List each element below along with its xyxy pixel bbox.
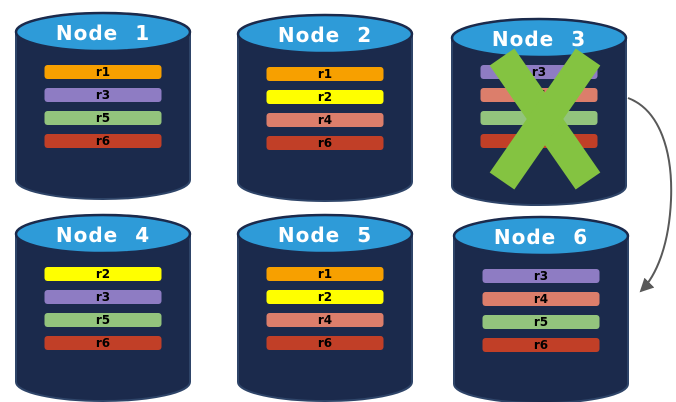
database-cylinder-icon xyxy=(236,13,414,202)
replica-row: r4 xyxy=(266,113,384,127)
replica-row: r4 xyxy=(482,292,600,306)
replica-row: r6 xyxy=(482,338,600,352)
replica-row: r4 xyxy=(266,313,384,327)
replica-row: r6 xyxy=(44,336,162,350)
replica-row: r6 xyxy=(266,336,384,350)
node-title: Node 3 xyxy=(491,27,587,51)
replica-row: r1 xyxy=(266,67,384,81)
replica-row: r2 xyxy=(266,90,384,104)
node-title: Node 6 xyxy=(493,225,589,249)
replica-row: r3 xyxy=(44,290,162,304)
replica-row: r1 xyxy=(44,65,162,79)
node-title: Node 2 xyxy=(277,23,373,47)
replica-row: r1 xyxy=(266,267,384,281)
replica-list: r3 r4 r5 r6 xyxy=(482,269,600,352)
node-title: Node 4 xyxy=(55,223,151,247)
node-title: Node 5 xyxy=(277,223,373,247)
replica-list: r1 r2 r4 r6 xyxy=(266,67,384,150)
replica-row: r3 xyxy=(482,269,600,283)
database-cylinder-icon xyxy=(452,215,630,402)
replica-list: r1 r2 r4 r6 xyxy=(266,267,384,350)
replica-row: r5 xyxy=(44,313,162,327)
database-cylinder-icon xyxy=(14,213,192,402)
replica-row: r5 xyxy=(482,315,600,329)
replica-row: r6 xyxy=(44,134,162,148)
replica-row: r5 xyxy=(44,111,162,125)
replica-row: r6 xyxy=(266,136,384,150)
replica-row: r3 xyxy=(44,88,162,102)
node-5: Node 5 r1 r2 r4 r6 xyxy=(236,212,414,402)
node-title: Node 1 xyxy=(55,21,151,45)
database-cylinder-icon xyxy=(14,11,192,200)
replica-row: r2 xyxy=(266,290,384,304)
failure-x-icon xyxy=(489,48,601,190)
node-3: Node 3 r3 r4 r5 r6 xyxy=(450,16,628,208)
replica-list: r1 r3 r5 r6 xyxy=(44,65,162,148)
replica-row: r2 xyxy=(44,267,162,281)
database-cylinder-icon xyxy=(236,213,414,402)
node-1: Node 1 r1 r3 r5 r6 xyxy=(14,10,192,202)
node-2: Node 2 r1 r2 r4 r6 xyxy=(236,12,414,204)
replica-list: r2 r3 r5 r6 xyxy=(44,267,162,350)
node-4: Node 4 r2 r3 r5 r6 xyxy=(14,212,192,402)
node-6: Node 6 r3 r4 r5 r6 xyxy=(452,214,630,402)
